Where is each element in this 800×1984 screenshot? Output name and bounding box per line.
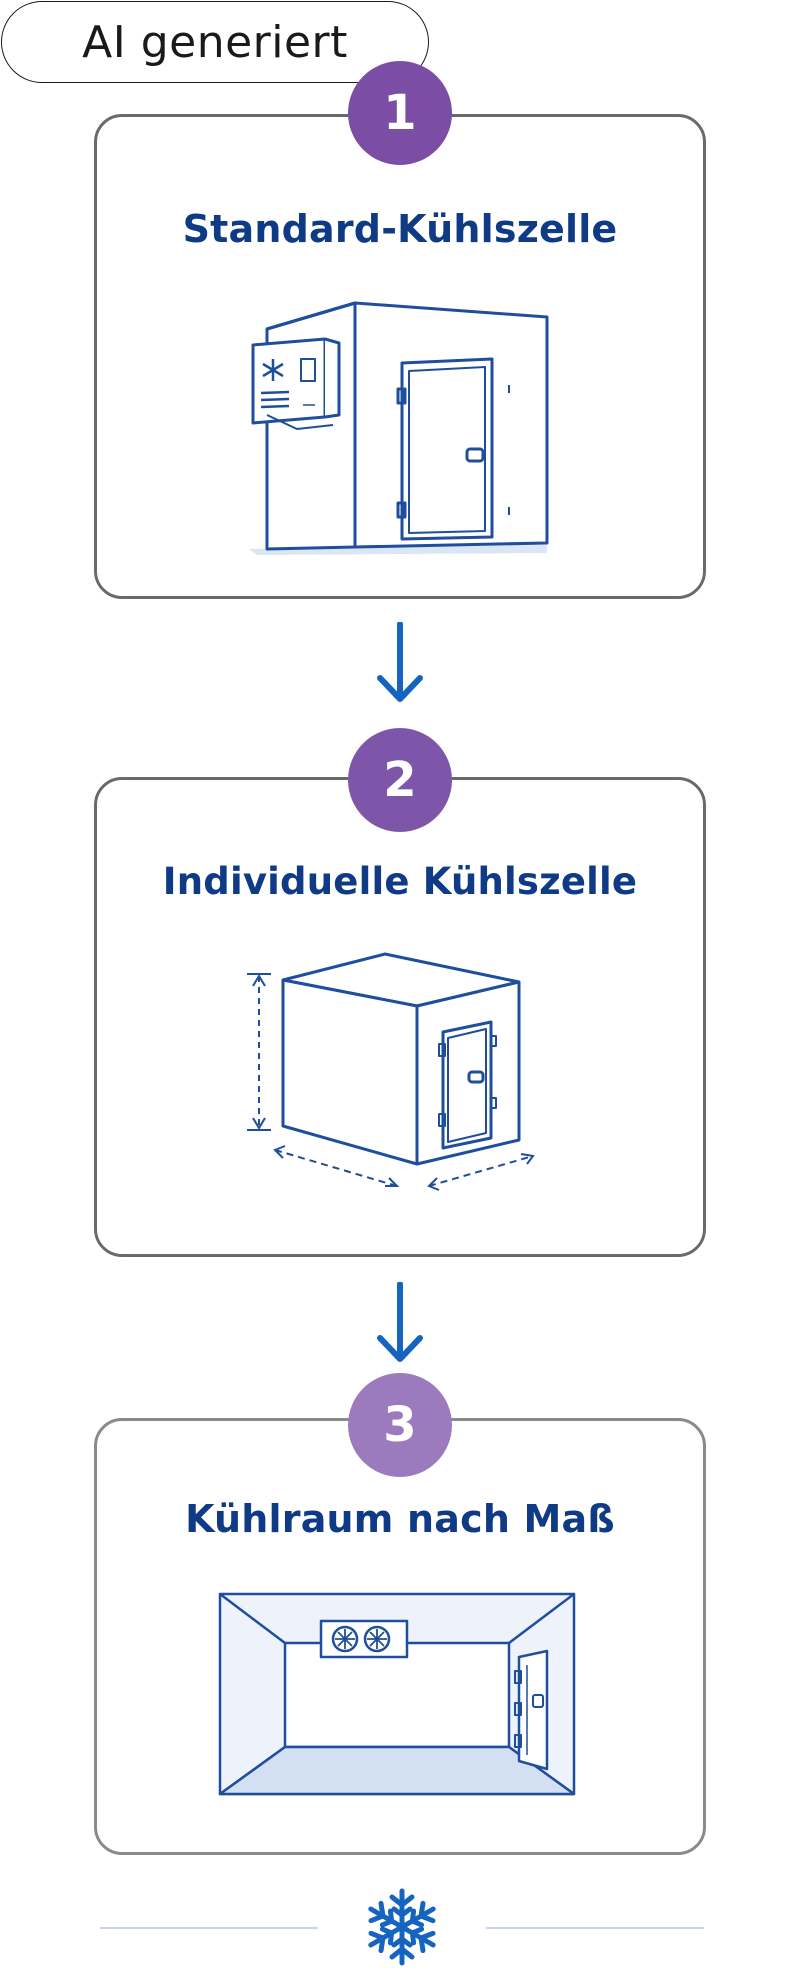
step-title: Kühlraum nach Maß: [185, 1497, 615, 1541]
standard-cooling-cell-icon: [249, 301, 549, 555]
step-number-badge: 1: [348, 61, 452, 165]
custom-cooling-cell-icon: [247, 952, 535, 1191]
step-title: Individuelle Kühlszelle: [162, 860, 638, 903]
step-number: 3: [383, 1397, 417, 1453]
step-card-2: 2 Individuelle Kühlszelle: [94, 728, 706, 1257]
footer-divider-right: [486, 1927, 704, 1929]
ai-generated-label: AI generiert: [82, 16, 348, 68]
down-arrow-icon: [377, 622, 423, 702]
step-card-1: 1 Standard-Kühlszelle: [94, 61, 706, 599]
down-arrow-icon: [377, 1282, 423, 1362]
step-title: Standard-Kühlszelle: [182, 207, 618, 251]
ai-generated-badge: AI generiert: [1, 1, 429, 83]
cold-room-interior-icon: [218, 1592, 576, 1796]
step-number: 1: [383, 85, 417, 141]
step-card-3: 3 Kühlraum nach Maß: [94, 1373, 706, 1855]
step-number-badge: 2: [348, 728, 452, 832]
step-number-badge: 3: [348, 1373, 452, 1477]
snowflake-icon: [360, 1888, 444, 1969]
step-number: 2: [383, 752, 417, 808]
footer-divider-left: [100, 1927, 318, 1929]
